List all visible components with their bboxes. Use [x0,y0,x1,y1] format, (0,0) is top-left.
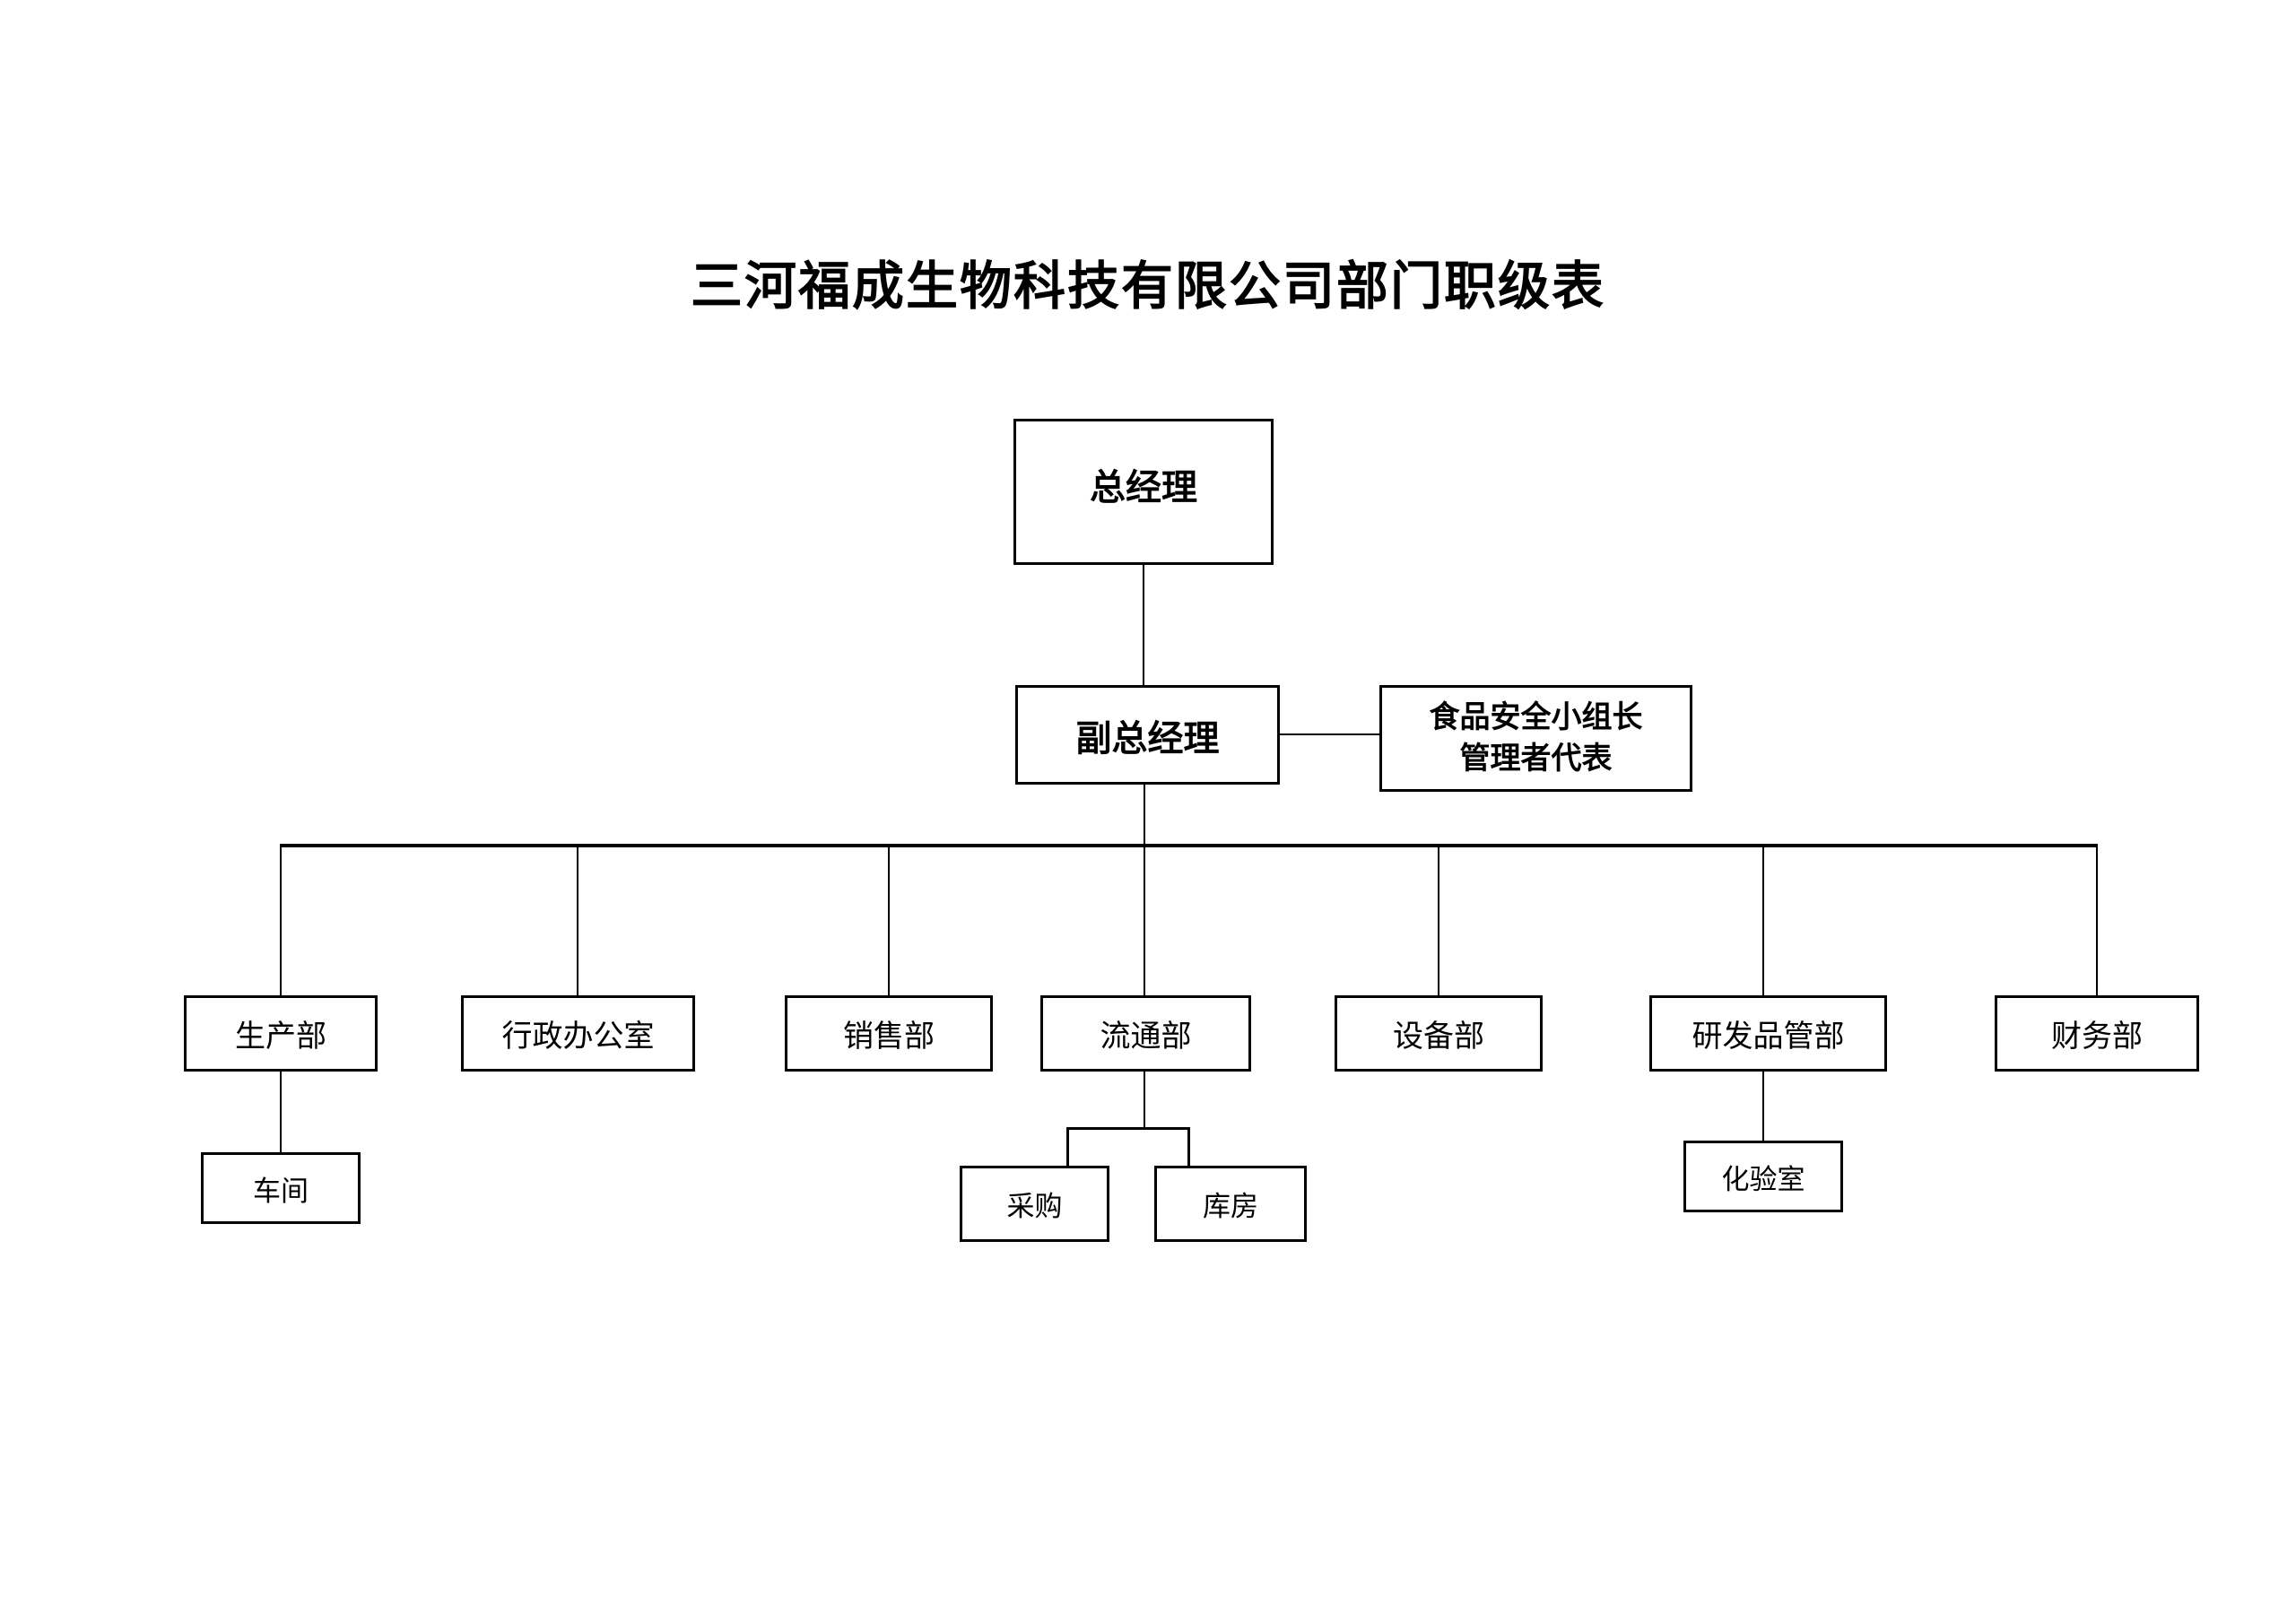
food-safety-line2: 管理者代表 [1459,742,1613,776]
connector-drop-finance [2096,846,2098,995]
connector-branch-to-purchasing [1066,1127,1069,1166]
connector-deputy-to-foodsafety [1280,733,1379,735]
node-workshop: 车间 [201,1152,361,1224]
node-circulation-dept: 流通部 [1040,995,1251,1072]
connector-circulation-branch [1066,1127,1190,1130]
node-purchasing: 采购 [960,1166,1109,1242]
connector-department-bus [280,844,2098,847]
node-warehouse: 库房 [1154,1166,1307,1242]
connector-gm-to-deputy [1143,565,1144,685]
node-general-manager: 总经理 [1013,419,1274,565]
node-sales-dept: 销售部 [785,995,993,1072]
node-food-safety-representative: 食品安全小组长 管理者代表 [1379,685,1692,792]
connector-drop-admin [577,846,578,995]
connector-drop-sales [888,846,890,995]
connector-branch-to-warehouse [1187,1127,1190,1166]
node-rnd-quality-dept: 研发品管部 [1649,995,1887,1072]
connector-drop-rnd [1762,846,1764,995]
page-title: 三河福成生物科技有限公司部门职级表 [690,257,1605,316]
food-safety-label: 食品安全小组长 管理者代表 [1430,698,1643,780]
node-deputy-general-manager: 副总经理 [1015,685,1280,785]
node-production-dept: 生产部 [184,995,378,1072]
node-finance-dept: 财务部 [1995,995,2199,1072]
connector-production-to-workshop [280,1072,282,1152]
connector-drop-equipment [1438,846,1439,995]
node-admin-office: 行政办公室 [461,995,695,1072]
connector-circulation-stem [1144,1072,1145,1129]
connector-drop-production [280,846,282,995]
node-laboratory: 化验室 [1683,1141,1843,1212]
connector-deputy-to-bus [1144,785,1145,846]
food-safety-line1: 食品安全小组长 [1429,700,1643,734]
connector-rnd-to-laboratory [1762,1072,1764,1141]
node-equipment-dept: 设备部 [1335,995,1543,1072]
connector-drop-circulation [1144,846,1145,995]
